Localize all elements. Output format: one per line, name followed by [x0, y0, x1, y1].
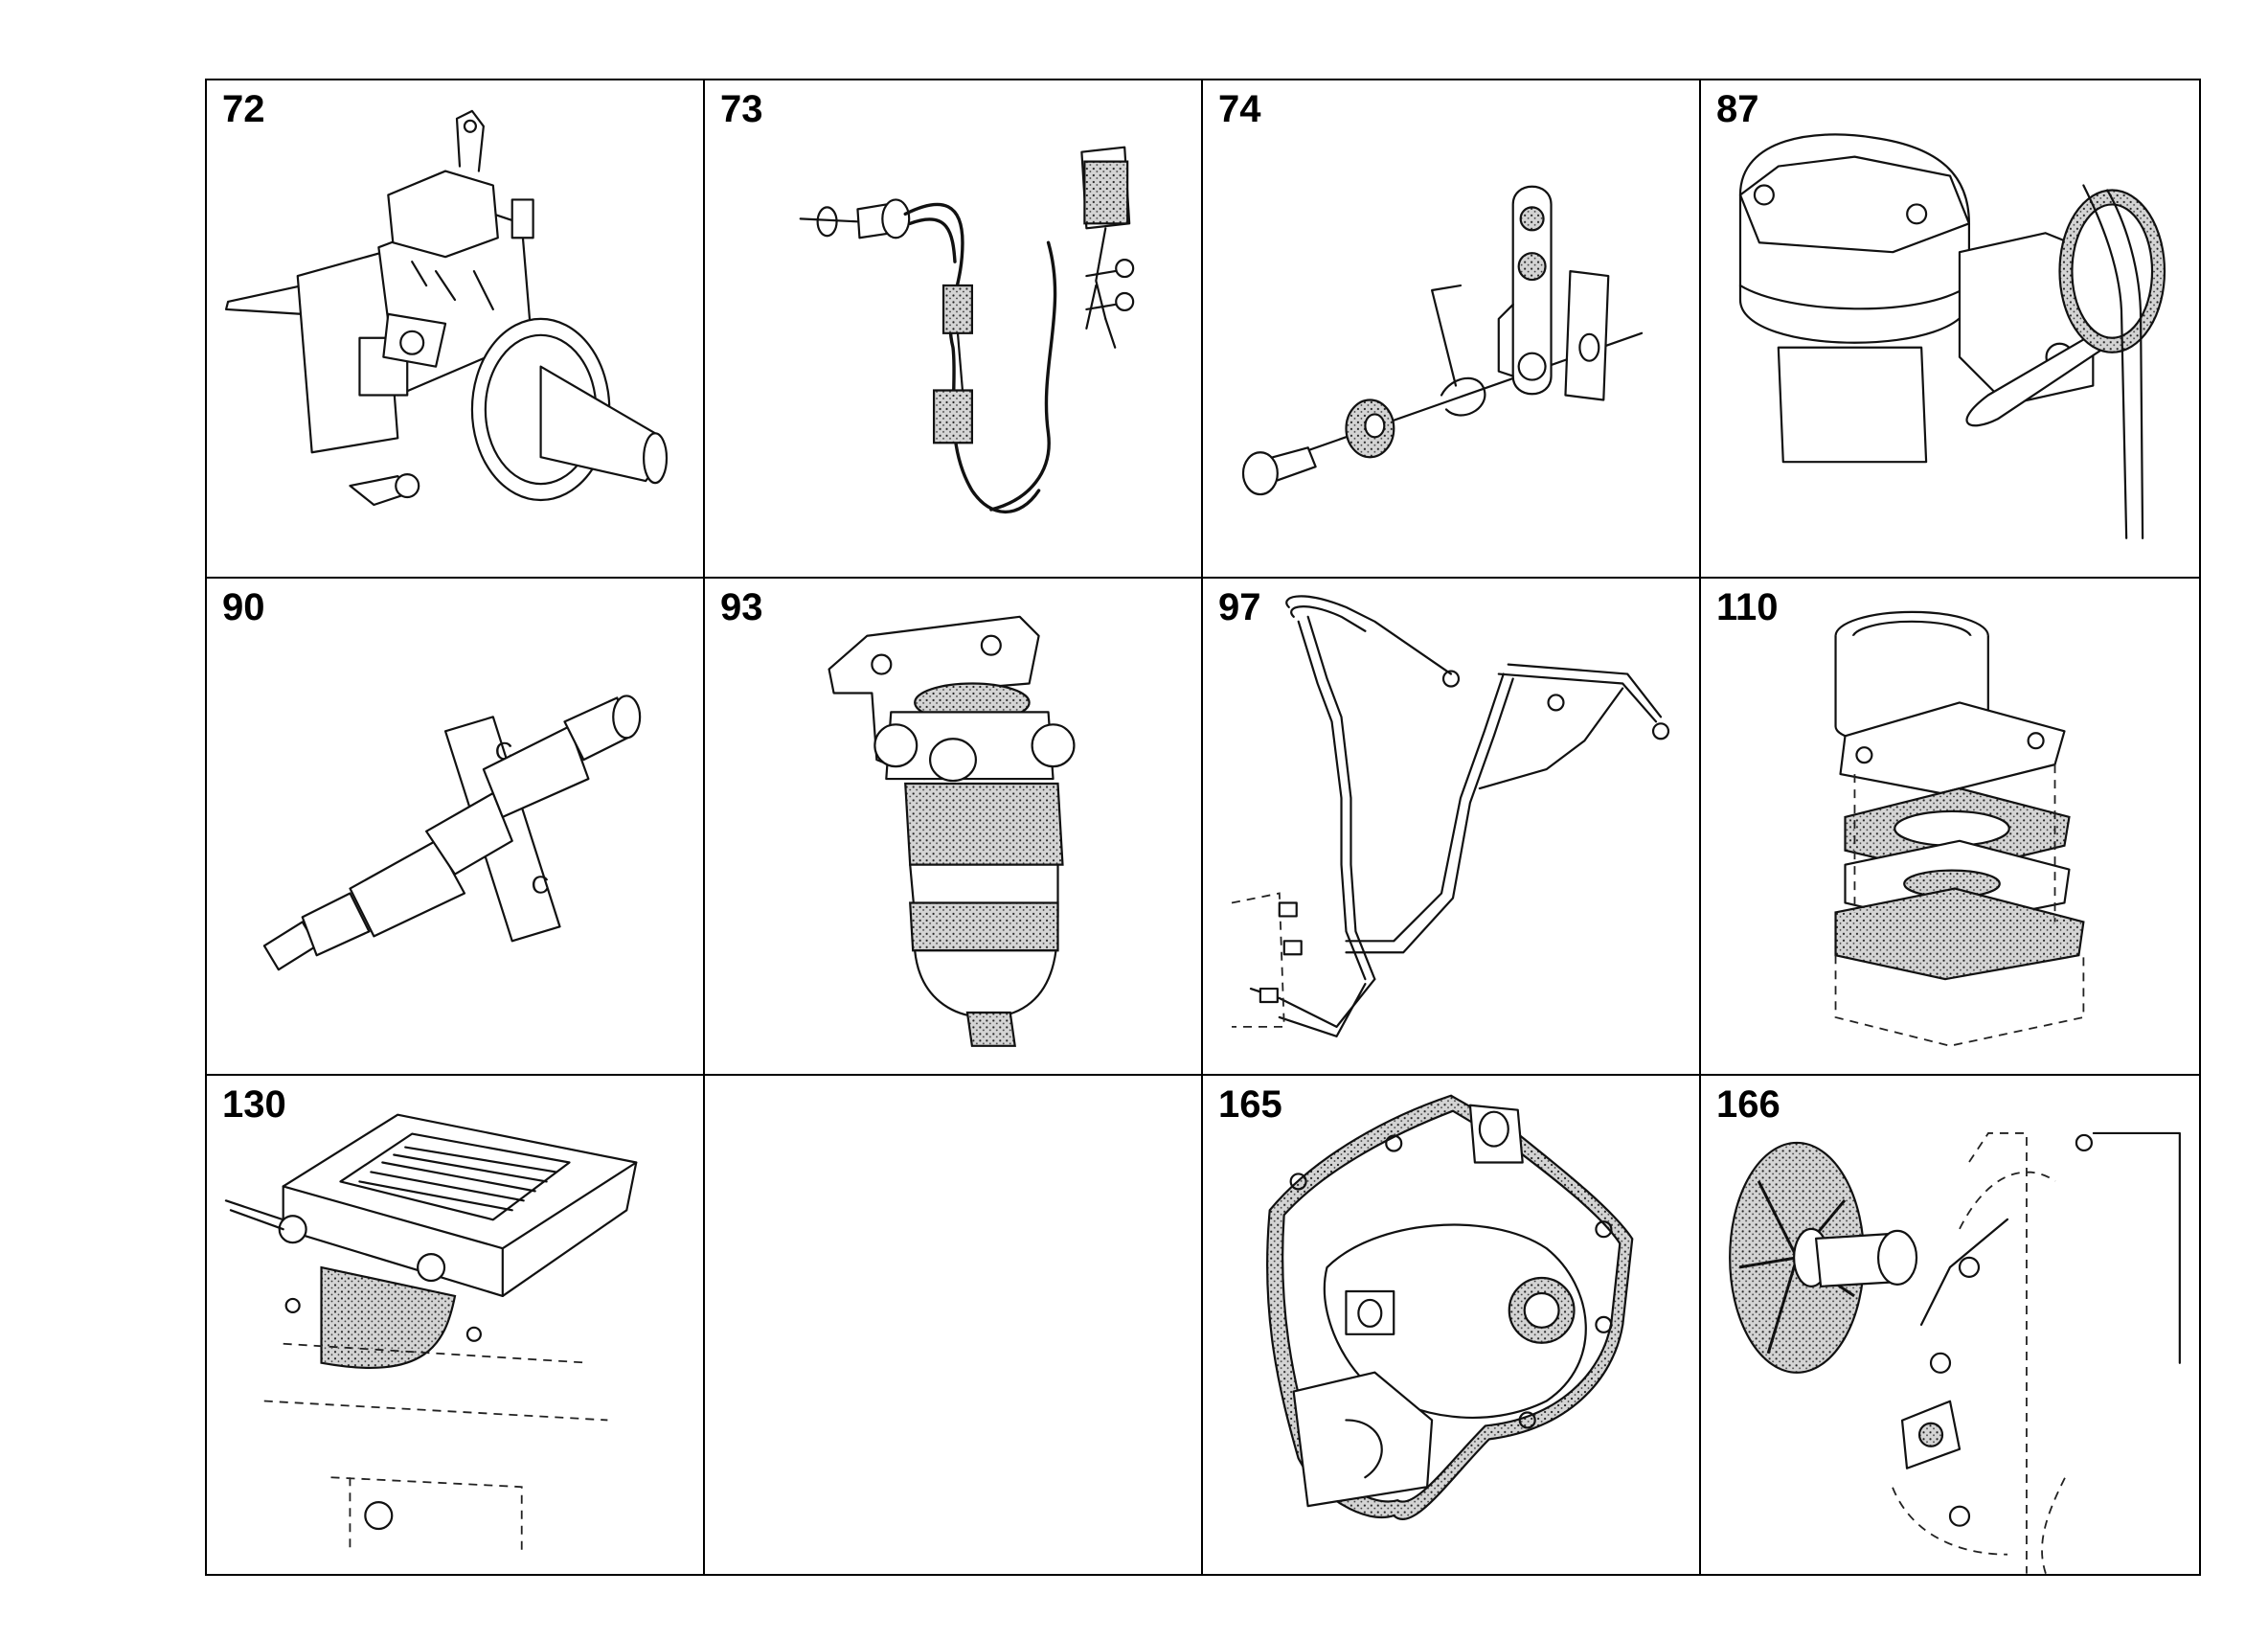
- part-cell-165[interactable]: 165: [1203, 1076, 1701, 1574]
- part-number: 97: [1218, 585, 1261, 628]
- part-cell-130[interactable]: 130: [207, 1076, 705, 1574]
- inlet-heater-gasket-drawing: [207, 1076, 703, 1574]
- bracket-bolt-spring-drawing: [1203, 80, 1699, 577]
- fuel-injection-pump-drawing: [207, 80, 703, 577]
- part-cell-72[interactable]: 72: [207, 80, 705, 579]
- water-pump-gasket-drawing: [1203, 1076, 1699, 1574]
- part-number: 165: [1218, 1083, 1282, 1127]
- part-cell-166[interactable]: 166: [1701, 1076, 2199, 1574]
- part-number: 93: [720, 585, 763, 628]
- part-cell-73[interactable]: 73: [705, 80, 1203, 579]
- parts-grid: 72 73: [205, 79, 2201, 1576]
- part-number: 130: [222, 1083, 286, 1127]
- part-number: 73: [720, 88, 763, 130]
- part-number: 166: [1716, 1083, 1780, 1127]
- part-cell-90[interactable]: 90 C C: [207, 578, 705, 1077]
- water-pump-impeller-drawing: [1701, 1076, 2199, 1574]
- thermostat-housing-gaskets-drawing: [1701, 579, 2199, 1075]
- fuel-injector-drawing: C C: [207, 579, 703, 1075]
- injector-pipes-drawing: [1203, 579, 1699, 1075]
- part-number: 110: [1716, 585, 1779, 628]
- part-cell-110[interactable]: 110: [1701, 579, 2199, 1077]
- fuel-filter-drawing: [705, 579, 1201, 1075]
- part-cell-87[interactable]: 87: [1701, 80, 2199, 579]
- part-cell-empty: [705, 1076, 1203, 1574]
- part-cell-74[interactable]: 74: [1203, 80, 1701, 579]
- svg-text:C: C: [532, 872, 550, 899]
- part-number: 87: [1716, 88, 1759, 130]
- part-number: 90: [222, 585, 265, 628]
- sensor-wiring-harness-drawing: [705, 80, 1201, 577]
- part-number: 72: [222, 88, 265, 130]
- part-cell-97[interactable]: 97: [1203, 578, 1701, 1077]
- part-cell-93[interactable]: 93: [705, 578, 1203, 1077]
- fuel-lift-pump-drawing: [1701, 80, 2199, 577]
- part-number: 74: [1218, 88, 1261, 130]
